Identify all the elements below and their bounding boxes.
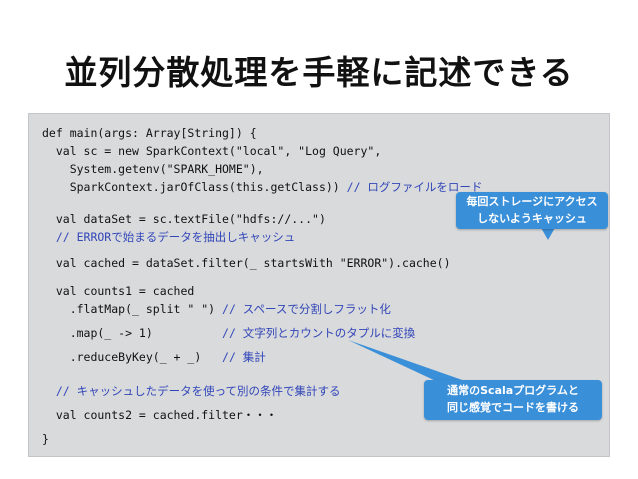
code-block: def main(args: Array[String]) { val sc =…: [28, 113, 610, 457]
slide-title: 並列分散処理を手軽に記述できる: [64, 53, 574, 92]
code-line-11: .reduceByKey(_ + _) // 集計: [42, 350, 266, 364]
code-line-9-comment: // スペースで分割しフラット化: [222, 302, 391, 316]
code-line-9-code: .flatMap(_ split " "): [42, 302, 223, 316]
code-line-1: def main(args: Array[String]) {: [42, 126, 257, 140]
code-line-10: .map(_ -> 1) // 文字列とカウントのタプルに変換: [42, 326, 416, 340]
scala-callout: 通常のScalaプログラムと 同じ感覚でコードを書ける: [424, 380, 602, 420]
code-line-4-comment: // ログファイルをロード: [346, 180, 483, 194]
cache-callout-line-2: しないようキャッシュ: [477, 212, 587, 225]
code-line-10-code: .map(_ -> 1): [42, 326, 223, 340]
scala-callout-pointer: [348, 340, 468, 382]
code-line-7: val cached = dataSet.filter(_ startsWith…: [42, 256, 451, 270]
scala-callout-line-2: 同じ感覚でコードを書ける: [447, 401, 579, 414]
code-line-4-code: SparkContext.jarOfClass(this.getClass)): [42, 180, 347, 194]
code-line-11-code: .reduceByKey(_ + _): [42, 350, 223, 364]
code-line-8: val counts1 = cached: [42, 284, 195, 298]
cache-callout-pointer: [540, 226, 556, 240]
code-line-3: System.getenv("SPARK_HOME"),: [42, 162, 264, 176]
cache-callout-line-1: 毎回ストレージにアクセス: [466, 195, 598, 208]
cache-callout: 毎回ストレージにアクセス しないようキャッシュ: [456, 192, 608, 229]
code-line-2: val sc = new SparkContext("local", "Log …: [42, 144, 382, 158]
code-line-14: }: [42, 432, 49, 446]
code-line-13: val counts2 = cached.filter・・・: [42, 408, 278, 422]
scala-callout-line-1: 通常のScalaプログラムと: [447, 384, 579, 397]
code-line-10-comment: // 文字列とカウントのタプルに変換: [222, 326, 416, 340]
code-line-9: .flatMap(_ split " ") // スペースで分割しフラット化: [42, 302, 391, 316]
code-line-5: val dataSet = sc.textFile("hdfs://..."): [42, 212, 326, 226]
code-line-11-comment: // 集計: [222, 350, 266, 364]
code-line-6-comment: // ERRORで始まるデータを抽出しキャッシュ: [42, 230, 296, 244]
code-line-12-comment: // キャッシュしたデータを使って別の条件で集計する: [42, 384, 341, 398]
code-line-4: SparkContext.jarOfClass(this.getClass)) …: [42, 180, 483, 194]
